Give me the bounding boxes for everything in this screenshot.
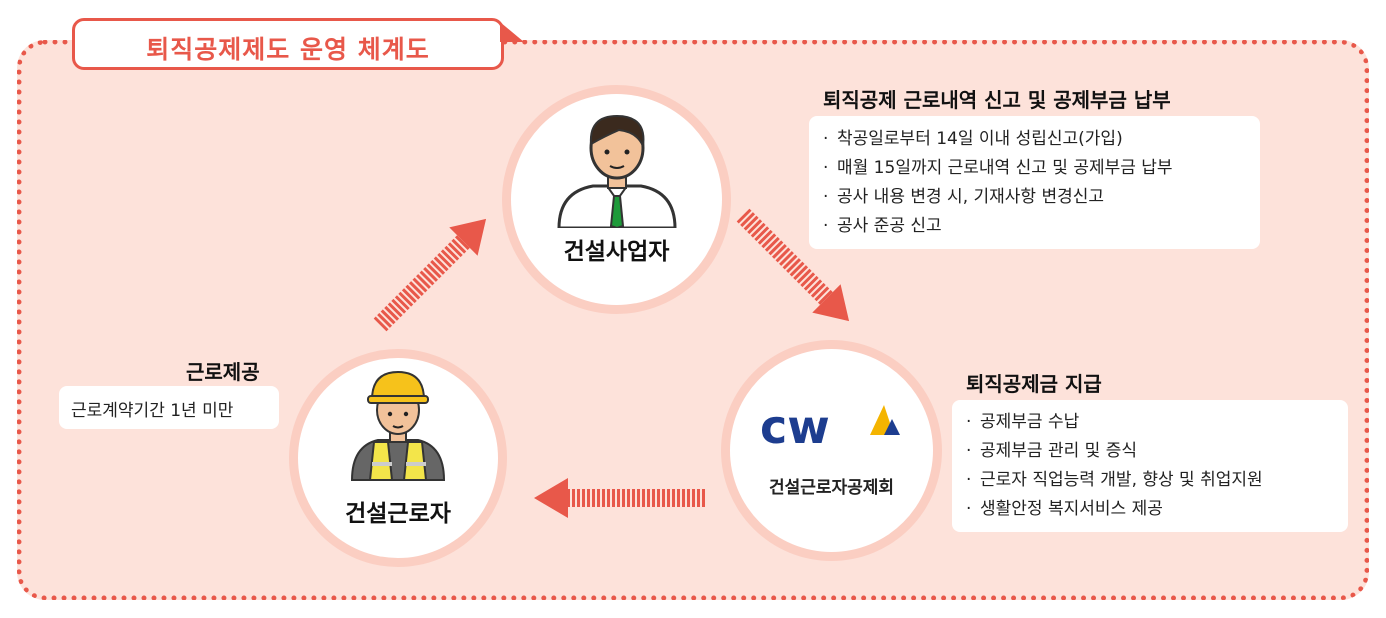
worker-node: 건설근로자 bbox=[298, 358, 498, 558]
worker-info-box: 근로계약기간 1년 미만 bbox=[59, 386, 279, 429]
employer-heading: 퇴직공제 근로내역 신고 및 공제부금 납부 bbox=[823, 88, 1171, 112]
worker-note: 근로계약기간 1년 미만 bbox=[71, 401, 234, 421]
businessman-icon bbox=[557, 114, 677, 228]
employer-node: 건설사업자 bbox=[511, 94, 722, 305]
cw-logo: cw bbox=[760, 401, 900, 451]
worker-label: 건설근로자 bbox=[345, 501, 451, 527]
association-node: cw 건설근로자공제회 bbox=[730, 349, 933, 552]
list-item: ·공사 내용 변경 시, 기재사항 변경신고 bbox=[823, 187, 1105, 207]
list-item: ·생활안정 복지서비스 제공 bbox=[966, 499, 1163, 519]
association-info-box: ·공제부금 수납 ·공제부금 관리 및 증식 ·근로자 직업능력 개발, 향상 … bbox=[952, 400, 1348, 532]
construction-worker-icon bbox=[350, 370, 446, 481]
list-item: ·착공일로부터 14일 이내 성립신고(가입) bbox=[823, 129, 1123, 149]
list-item: ·공제부금 수납 bbox=[966, 412, 1080, 432]
association-heading: 퇴직공제금 지급 bbox=[966, 372, 1102, 396]
association-label: 건설근로자공제회 bbox=[768, 478, 895, 498]
page-title: 퇴직공제제도 운영 체계도 bbox=[146, 35, 430, 64]
worker-heading: 근로제공 bbox=[186, 360, 260, 384]
arrow-association-to-worker bbox=[534, 478, 706, 518]
arrow-worker-to-employer bbox=[373, 218, 487, 332]
list-item: ·매월 15일까지 근로내역 신고 및 공제부금 납부 bbox=[823, 158, 1173, 178]
list-item: ·근로자 직업능력 개발, 향상 및 취업지원 bbox=[966, 470, 1263, 490]
employer-info-box: ·착공일로부터 14일 이내 성립신고(가입) ·매월 15일까지 근로내역 신… bbox=[809, 116, 1260, 249]
list-item: ·공사 준공 신고 bbox=[823, 216, 942, 236]
title-flag-icon bbox=[500, 22, 524, 42]
employer-label: 건설사업자 bbox=[563, 239, 670, 265]
arrow-employer-to-association bbox=[736, 208, 850, 322]
cw-logo-text: cw bbox=[760, 401, 830, 451]
list-item: ·공제부금 관리 및 증식 bbox=[966, 441, 1137, 461]
title-tab: 퇴직공제제도 운영 체계도 bbox=[72, 18, 504, 70]
